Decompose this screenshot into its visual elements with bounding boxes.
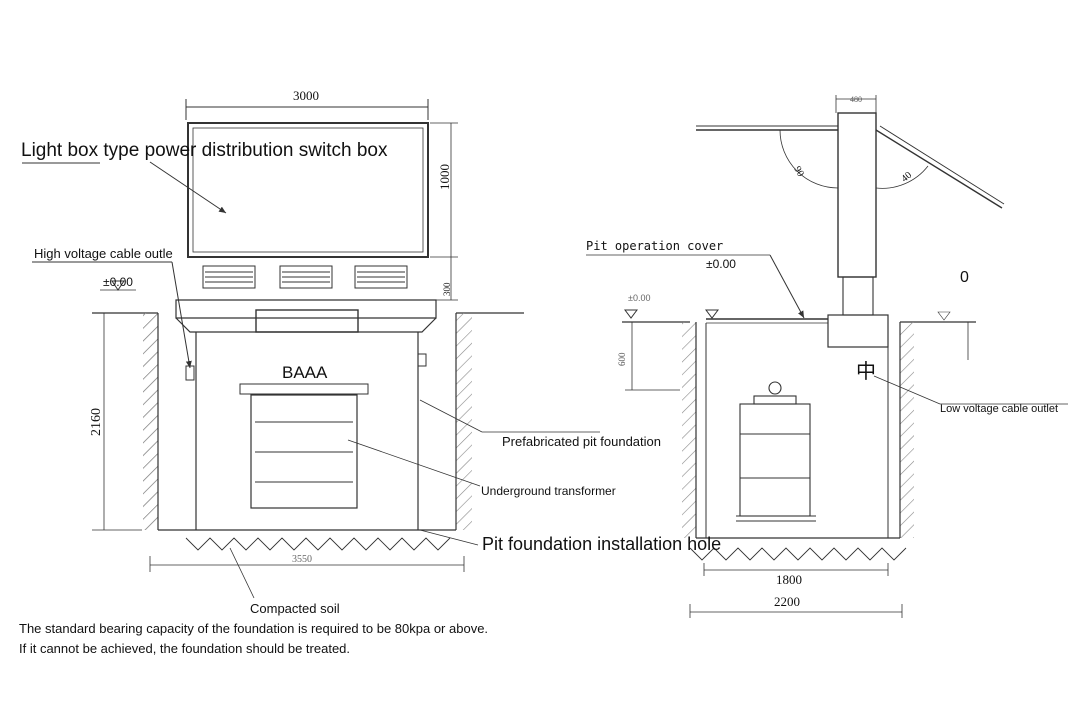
label-switch-box: Light box type power distribution switch… <box>21 140 388 161</box>
label-hv-cable: High voltage cable outle <box>34 246 173 261</box>
dim-pit-depth: 2160 <box>89 408 104 436</box>
level-mark-left: ±0.00 <box>103 275 133 289</box>
left-front-view <box>22 99 600 599</box>
dim-vent-height: 300 <box>442 282 452 297</box>
level-mark-side-right: ±0.00 <box>628 293 651 303</box>
right-transformer <box>736 381 816 522</box>
box-height-dimension <box>430 122 458 301</box>
right-side-view <box>586 95 1068 618</box>
chinese-mark: 中 <box>856 361 876 383</box>
level-mark-top-right: ±0.00 <box>706 257 736 271</box>
switch-box <box>187 122 429 258</box>
dim-bottom-width: 3550 <box>292 554 312 565</box>
dim-inner-width: 1800 <box>776 572 802 587</box>
note-soil: Compacted soil <box>250 601 340 616</box>
left-top-dimension <box>185 99 429 120</box>
vent-grilles <box>202 265 408 289</box>
callout-prefab-pit: Prefabricated pit foundation <box>502 434 661 449</box>
left-transformer <box>250 394 358 509</box>
column <box>837 112 877 278</box>
dim-side-height: 600 <box>617 352 627 367</box>
label-lv-cable: Low voltage cable outlet <box>940 403 1059 415</box>
pit-depth-dimension <box>92 312 142 531</box>
callout-underground-transformer: Underground transformer <box>481 484 616 498</box>
note-line2: If it cannot be achieved, the foundation… <box>19 641 351 656</box>
zero-label: 0 <box>960 269 969 286</box>
dim-column-width: 480 <box>850 95 862 104</box>
note-line1: The standard bearing capacity of the fou… <box>19 621 489 636</box>
dim-top-width: 3000 <box>293 88 319 103</box>
dim-outer-width: 2200 <box>774 594 800 609</box>
label-pit-cover: Pit operation cover <box>586 239 724 253</box>
dim-box-height: 1000 <box>437 164 452 190</box>
callout-pit-hole: Pit foundation installation hole <box>482 534 722 554</box>
center-text: BAAA <box>282 363 328 382</box>
